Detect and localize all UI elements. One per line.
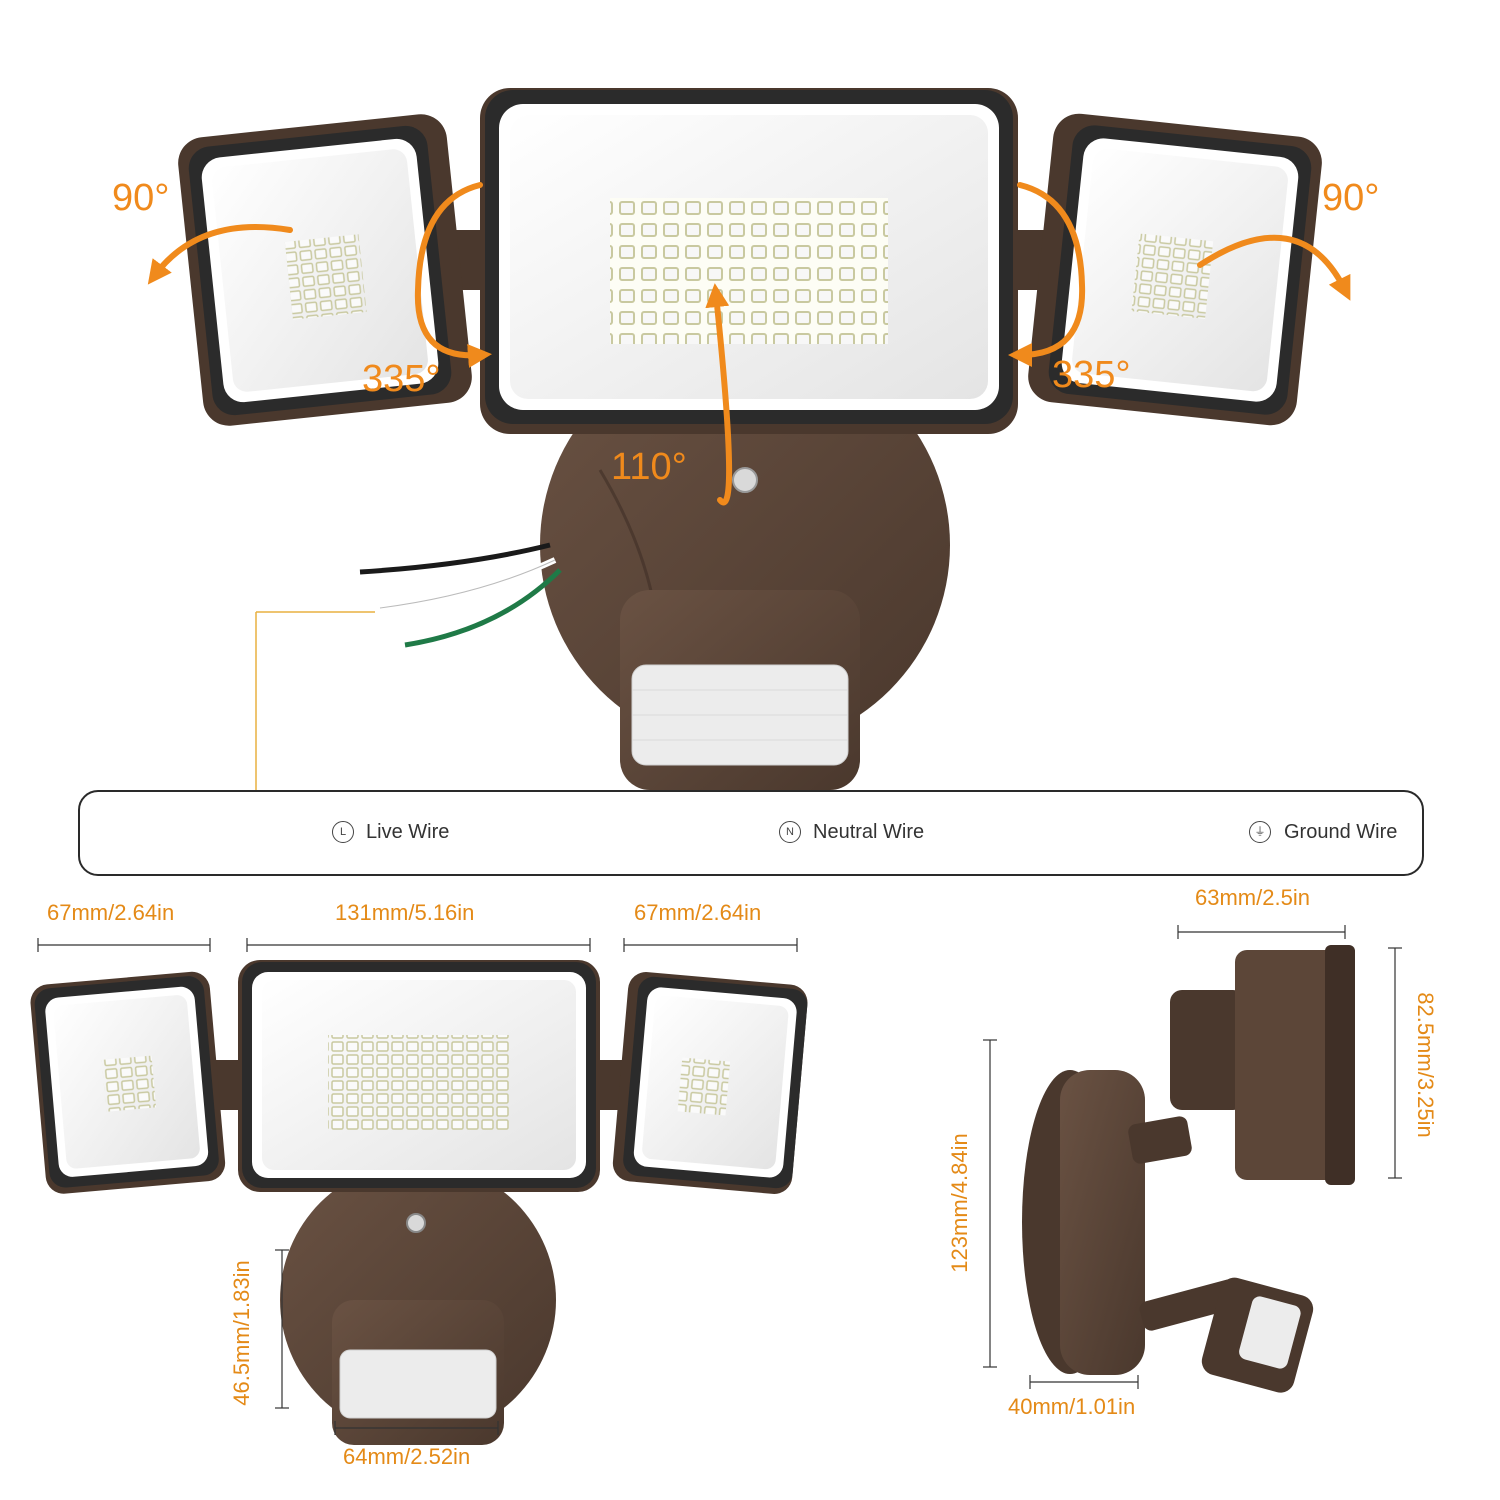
right-tilt-angle: 90°	[1322, 177, 1380, 219]
left-tilt-angle: 90°	[112, 177, 170, 219]
dim-sensor-width: 64mm/2.52in	[343, 1444, 471, 1469]
neutral-wire-label: Neutral Wire	[813, 821, 925, 843]
dim-side-head-height: 82.5mm/3.25in	[1413, 992, 1438, 1138]
dim-right-head-width: 67mm/2.64in	[634, 900, 762, 925]
front-dimension-lines	[37, 938, 798, 1435]
neutral-wire-symbol: N	[779, 821, 801, 843]
left-tilt-arrow	[147, 224, 293, 285]
right-head	[1028, 113, 1322, 426]
dim-center-head-width: 131mm/5.16in	[335, 900, 475, 925]
dim-side-depth: 63mm/2.5in	[1195, 885, 1310, 910]
center-tilt-arrow	[705, 283, 733, 506]
live-wire-label: Live Wire	[366, 821, 450, 843]
photocell	[732, 467, 758, 493]
right-rotate-arrow	[1008, 182, 1086, 367]
front-view	[30, 938, 808, 1445]
center-tilt-angle: 110°	[611, 446, 687, 488]
wire-legend	[78, 790, 1424, 876]
lead-wires	[255, 542, 562, 790]
center-head	[480, 88, 1018, 434]
hero-fixture	[147, 88, 1351, 790]
dim-sensor-height: 46.5mm/1.83in	[229, 1260, 254, 1406]
dim-base-depth: 40mm/1.01in	[1008, 1394, 1136, 1419]
dim-left-head-width: 67mm/2.64in	[47, 900, 175, 925]
live-wire-symbol: L	[332, 821, 354, 843]
right-tilt-arrow	[1197, 234, 1351, 301]
left-head	[178, 114, 472, 426]
side-dimension-lines	[983, 925, 1402, 1389]
left-rotate-angle: 335°	[362, 358, 441, 400]
ground-wire-symbol: ⏚	[1249, 821, 1271, 843]
right-rotate-angle: 335°	[1052, 354, 1131, 396]
dim-total-height: 123mm/4.84in	[947, 1133, 972, 1273]
adjust-arrows	[147, 182, 1351, 506]
ground-wire-label: Ground Wire	[1284, 821, 1398, 843]
left-rotate-arrow	[414, 182, 492, 368]
side-view	[983, 925, 1402, 1393]
